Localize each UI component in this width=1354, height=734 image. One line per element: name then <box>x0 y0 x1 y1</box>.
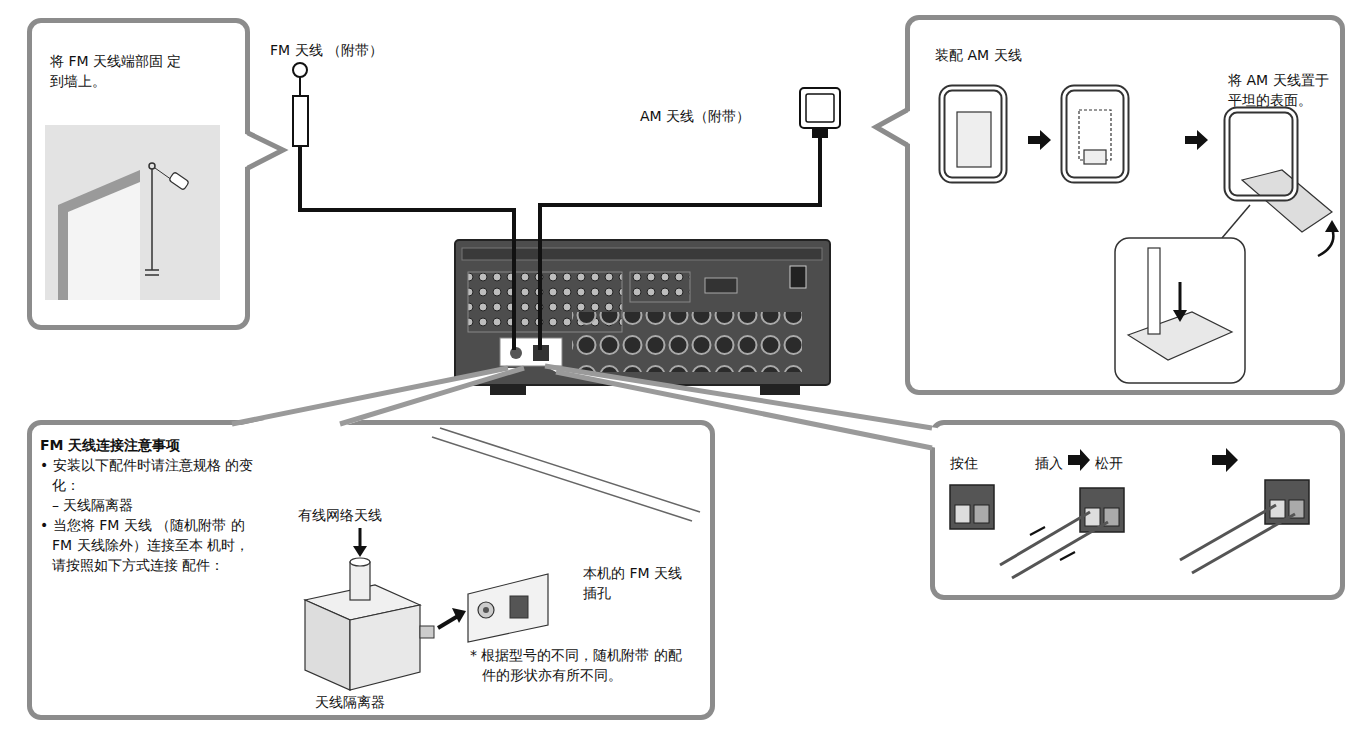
part-label: AM 天线（附带） <box>640 106 750 126</box>
fm-antenna-wire <box>299 77 301 96</box>
am-cable <box>540 138 820 350</box>
callout-text: 有线网络天线 <box>298 505 408 525</box>
receiver-strip <box>462 248 822 260</box>
callout-text: * 根据型号的不同，随机附带 的配件的形状亦有所不同。 <box>470 645 682 685</box>
am-antenna-inner <box>806 94 834 122</box>
fm-cable <box>300 145 514 350</box>
antenna-panel <box>500 338 562 366</box>
callout-heading: FM 天线连接注意事项 <box>40 435 340 455</box>
output-jacks <box>630 272 690 302</box>
callout-tail <box>248 133 283 168</box>
am-terminal <box>533 345 549 361</box>
callout-text: 将 AM 天线置于 平坦的表面。 <box>1228 70 1340 110</box>
power-switch <box>790 266 806 288</box>
part-label: FM 天线 （附带） <box>270 40 383 60</box>
callout-text: 天线隔离器 <box>315 692 415 712</box>
fm-antenna-body <box>293 96 308 146</box>
callout-text: 本机的 FM 天线插孔 <box>583 563 693 603</box>
callout-text: 装配 AM 天线 <box>935 45 1135 65</box>
receiver-foot <box>760 385 800 395</box>
input-jacks <box>468 272 622 332</box>
callout-text: 将 FM 天线端部固 定到墙上。 <box>50 51 188 91</box>
receiver-foot <box>490 385 526 395</box>
callout-box: FM 天线连接注意事项• 安装以下配件时请注意规格 的变化：– 天线隔离器• 当… <box>27 420 715 720</box>
fm-antenna-loop <box>293 63 307 77</box>
am-antenna-icon <box>800 88 840 128</box>
callout-box: 装配 AM 天线将 AM 天线置于 平坦的表面。 <box>905 15 1345 395</box>
callout-tail <box>232 368 524 427</box>
receiver-body <box>455 240 830 385</box>
callout-text: – 天线隔离器 <box>52 495 252 515</box>
callout-text: • 安装以下配件时请注意规格 的变化： <box>40 455 257 495</box>
speaker-terminals <box>572 312 802 372</box>
callout-tail <box>340 368 524 424</box>
am-antenna-stub <box>812 128 828 138</box>
callout-text: 按住 <box>950 453 990 473</box>
callout-box: 按住 插入松开 <box>930 420 1345 600</box>
callout-box: 将 FM 天线端部固 定到墙上。 <box>27 18 250 330</box>
fm-jack <box>510 347 522 359</box>
d-sub-port <box>705 278 737 293</box>
callout-tail <box>876 110 907 145</box>
callout-text: 松开 <box>1095 453 1135 473</box>
callout-tail <box>545 366 932 428</box>
callout-text: • 当您将 FM 天线 （随机附带 的 FM 天线除外）连接至本 机时，请按照如… <box>40 515 262 575</box>
callout-tail <box>232 368 508 424</box>
callout-text: 插入 <box>1035 453 1075 473</box>
